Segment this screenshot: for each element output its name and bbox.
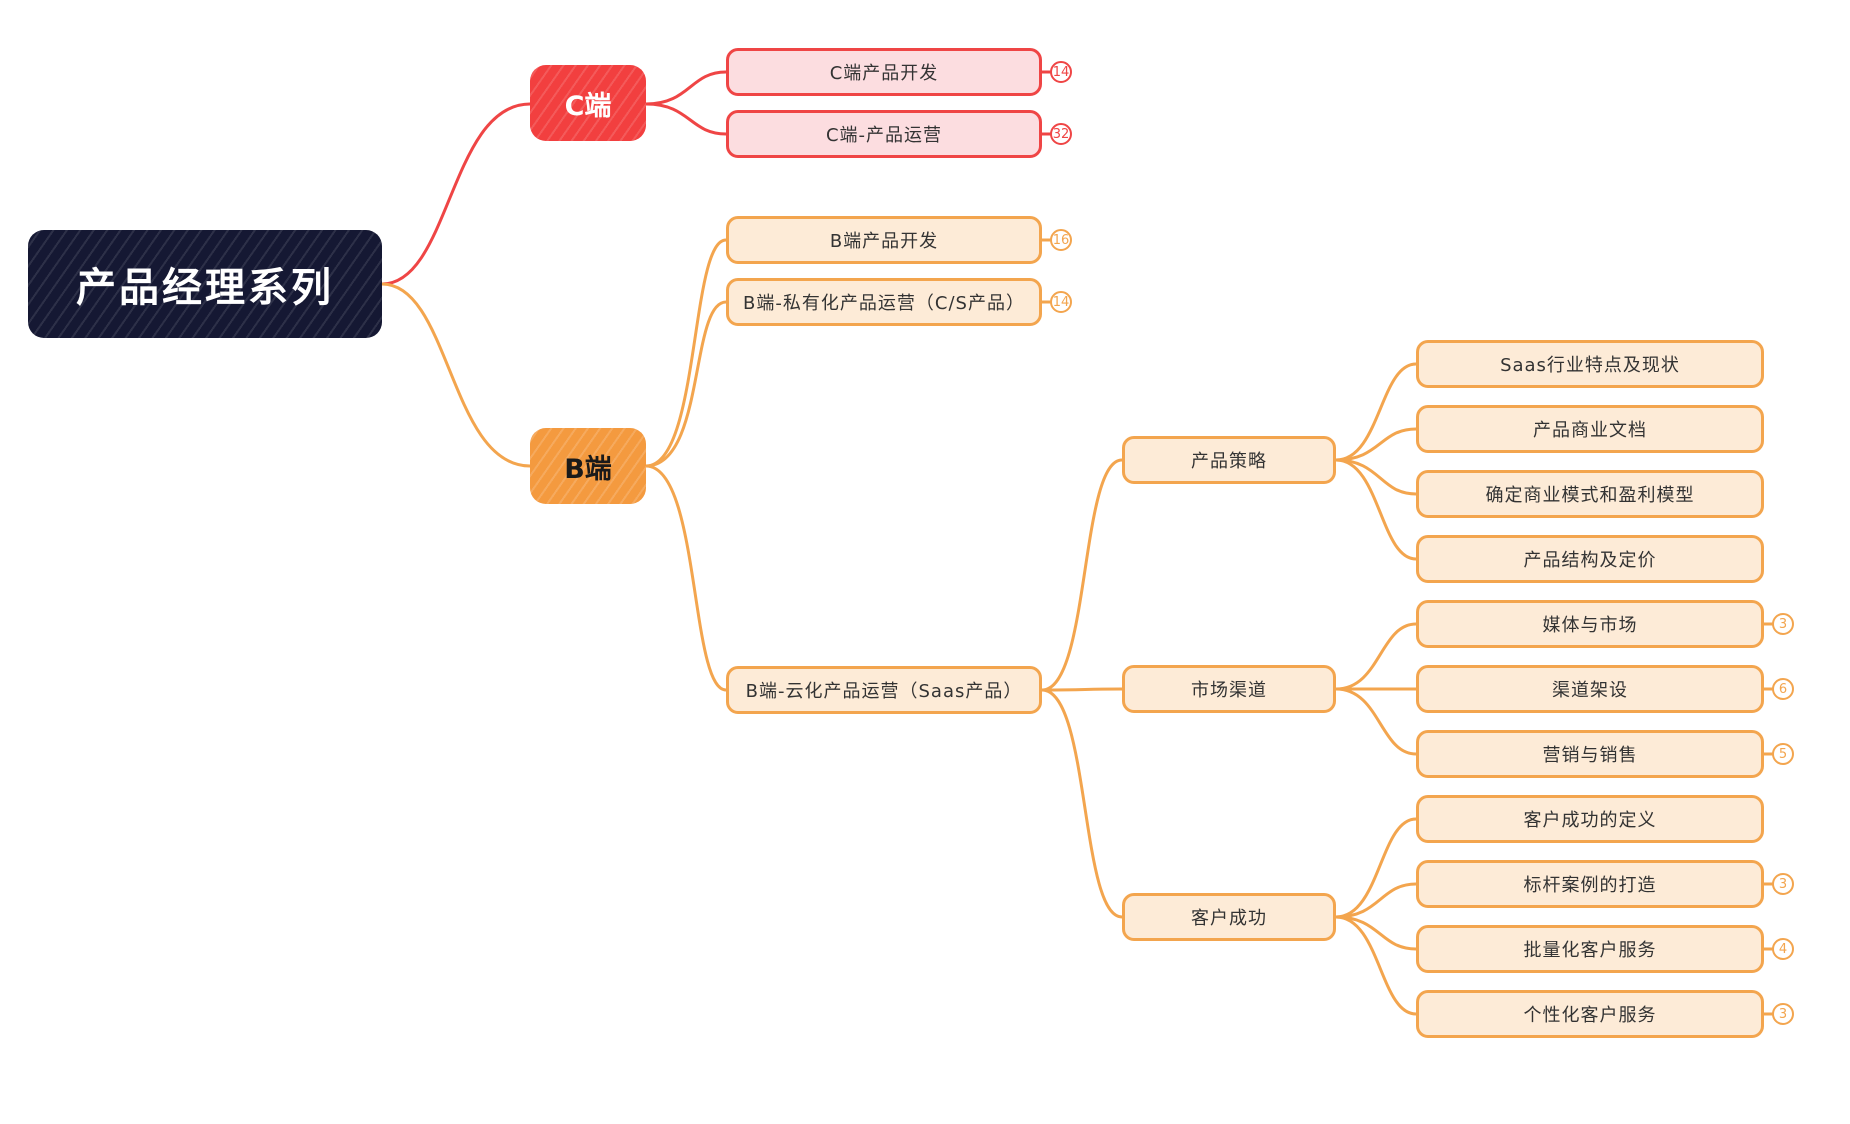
topic-b-saas-ops[interactable]: B端-云化产品运营（Saas产品）: [726, 666, 1042, 714]
topic-c-product-ops[interactable]: C端-产品运营: [726, 110, 1042, 158]
link-success-3: [1334, 915, 1418, 951]
link-strategy-3: [1334, 458, 1418, 496]
collapsed-count-badge[interactable]: 3: [1772, 1003, 1794, 1025]
topic-channel-setup[interactable]: 渠道架设: [1416, 665, 1764, 713]
collapsed-count-badge[interactable]: 32: [1050, 123, 1072, 145]
collapsed-count-badge[interactable]: 3: [1772, 613, 1794, 635]
topic-batch-service[interactable]: 批量化客户服务: [1416, 925, 1764, 973]
topic-structure-pricing[interactable]: 产品结构及定价: [1416, 535, 1764, 583]
link-b-3: [644, 464, 728, 692]
branch-b[interactable]: B端: [530, 428, 646, 504]
topic-marketing-sales[interactable]: 营销与销售: [1416, 730, 1764, 778]
link-b-1: [644, 238, 728, 468]
collapsed-count-badge[interactable]: 5: [1772, 743, 1794, 765]
link-c-1: [644, 70, 728, 106]
topic-b-private-ops[interactable]: B端-私有化产品运营（C/S产品）: [726, 278, 1042, 326]
link-saas-success: [1040, 688, 1124, 919]
link-strategy-2: [1334, 427, 1418, 462]
topic-customer-success[interactable]: 客户成功: [1122, 893, 1336, 941]
topic-saas-industry[interactable]: Saas行业特点及现状: [1416, 340, 1764, 388]
topic-product-strategy[interactable]: 产品策略: [1122, 436, 1336, 484]
topic-business-doc[interactable]: 产品商业文档: [1416, 405, 1764, 453]
link-strategy-1: [1334, 362, 1418, 462]
topic-media-market[interactable]: 媒体与市场: [1416, 600, 1764, 648]
link-saas-strategy: [1040, 458, 1124, 692]
link-success-4: [1334, 915, 1418, 1016]
branch-c[interactable]: C端: [530, 65, 646, 141]
topic-b-product-dev[interactable]: B端产品开发: [726, 216, 1042, 264]
link-channel-1: [1334, 622, 1418, 691]
collapsed-count-badge[interactable]: 3: [1772, 873, 1794, 895]
topic-personal-service[interactable]: 个性化客户服务: [1416, 990, 1764, 1038]
link-root-b: [380, 282, 532, 468]
collapsed-count-badge[interactable]: 6: [1772, 678, 1794, 700]
topic-c-product-dev[interactable]: C端产品开发: [726, 48, 1042, 96]
topic-cs-definition[interactable]: 客户成功的定义: [1416, 795, 1764, 843]
link-channel-3: [1334, 687, 1418, 756]
link-b-2: [644, 300, 728, 468]
collapsed-count-badge[interactable]: 14: [1050, 61, 1072, 83]
topic-business-model[interactable]: 确定商业模式和盈利模型: [1416, 470, 1764, 518]
collapsed-count-badge[interactable]: 14: [1050, 291, 1072, 313]
link-strategy-4: [1334, 458, 1418, 561]
link-saas-channel: [1040, 687, 1124, 692]
topic-market-channel[interactable]: 市场渠道: [1122, 665, 1336, 713]
link-root-c: [380, 102, 532, 286]
topic-benchmark-cases[interactable]: 标杆案例的打造: [1416, 860, 1764, 908]
link-c-2: [644, 102, 728, 136]
root-topic[interactable]: 产品经理系列: [28, 230, 382, 338]
collapsed-count-badge[interactable]: 4: [1772, 938, 1794, 960]
link-success-1: [1334, 817, 1418, 919]
link-success-2: [1334, 882, 1418, 919]
collapsed-count-badge[interactable]: 16: [1050, 229, 1072, 251]
